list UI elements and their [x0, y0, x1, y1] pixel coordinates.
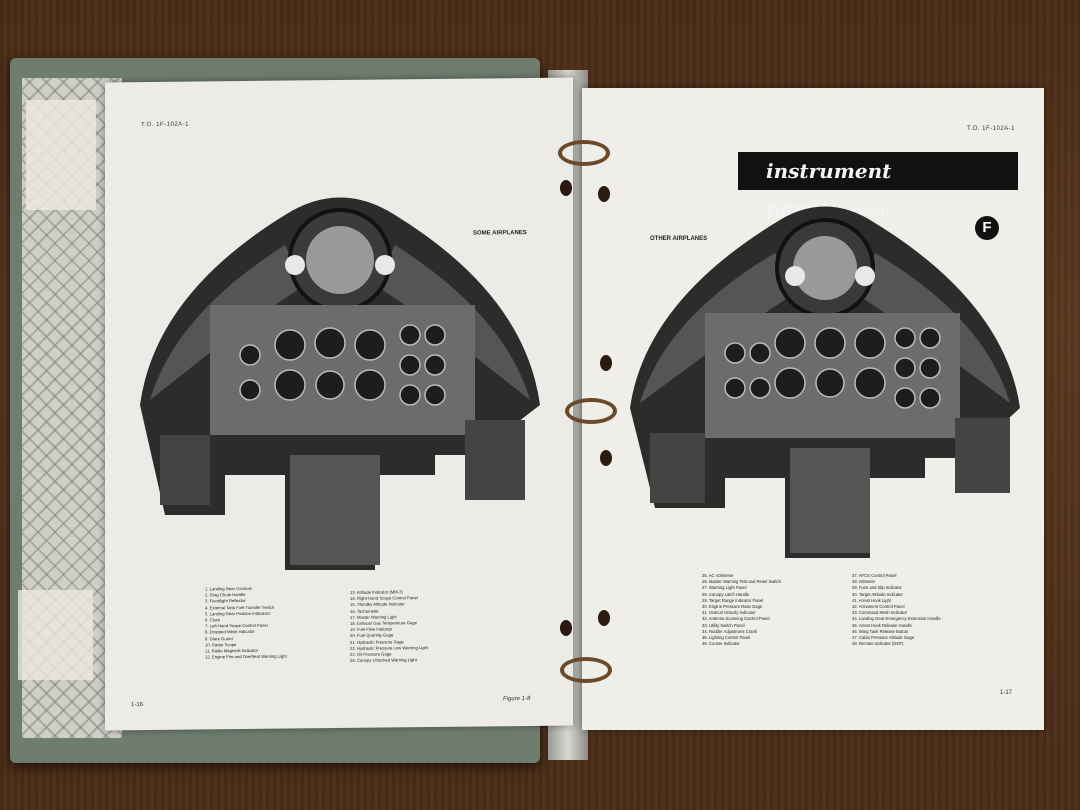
caption-item: 47. Cabin Pressure Altitude Gage	[852, 635, 915, 641]
caption-item: 33. Utility Switch Panel	[702, 622, 745, 628]
caption-item: 28. Canopy Latch Handle	[702, 591, 750, 597]
punch-hole	[598, 610, 610, 626]
caption-item: 32. Antenna Scanning Control Panel	[702, 616, 770, 622]
caption-item: 27. Warning Light Panel	[702, 585, 747, 591]
to-number: T.O. 1F-102A-1	[141, 121, 190, 129]
caption-item: 35. Lighting Control Panel	[702, 635, 751, 641]
page-title: instrument panel	[766, 159, 892, 221]
caption-item: 31. Vertical Velocity Indicator	[702, 610, 756, 616]
caption-item: 34. Rudder Adjustment Crank	[702, 628, 757, 634]
caption-item: 46. Wing Tank Release Button	[852, 628, 909, 634]
figure-label: Figure 1-8	[503, 695, 531, 703]
caption-item: 48. Remote Indicator (DDF)	[852, 641, 904, 647]
variant-label: OTHER AIRPLANES	[650, 236, 708, 242]
page-number: 1-16	[131, 702, 144, 709]
to-number: T.O. 1F-102A-1	[967, 126, 1016, 132]
punch-hole	[560, 620, 572, 636]
cockpit-illustration-left	[140, 197, 540, 570]
binder-ring	[558, 140, 610, 166]
caption-item: 44. Landing Gear Emergency Extension Han…	[852, 616, 941, 622]
caption-item: 40. Target Attitude Indicator	[852, 591, 903, 597]
caption-item: 37. AFCS Control Panel	[852, 573, 897, 578]
caption-item: 30. Engine Pressure Ratio Gage	[702, 604, 763, 610]
figure-badge: F	[975, 216, 999, 240]
tape-patch	[18, 590, 93, 680]
cockpit-illustration-right	[630, 206, 1020, 558]
caption-item: 41. Arrest Hook Light	[852, 597, 892, 603]
caption-column-2: 13. Attitude Indicator (MM-3)14. Right-H…	[350, 589, 428, 664]
punch-hole	[600, 450, 612, 466]
caption-item: 29. Target Range Indicator Panel	[702, 597, 764, 603]
caption-item: 24. Canopy Unlocked Warning Light	[350, 657, 417, 664]
caption-item: 45. Arrest Hook Release Handle	[852, 622, 912, 628]
page-number: 1-17	[1000, 690, 1013, 696]
caption-item: 42. Armament Control Panel	[852, 604, 905, 610]
punch-hole	[598, 186, 610, 202]
caption-item: 25. AC Voltmeter	[702, 573, 734, 578]
caption-item: 36. Course Indicator	[702, 641, 740, 647]
caption-item: 39. Fuze and Slip Indicator	[852, 585, 902, 591]
tape-patch	[26, 100, 96, 210]
caption-item: 43. Command Mesh Indicator	[852, 610, 907, 616]
caption-item: 26. Master Warning Test and Reset Switch	[702, 579, 781, 585]
page-title-banner: instrument panel(typical)	[738, 152, 1018, 221]
binder-ring	[560, 657, 612, 683]
punch-hole	[560, 180, 572, 196]
binder-ring	[565, 398, 617, 424]
punch-hole	[600, 355, 612, 371]
caption-item: 38. Altimeter	[852, 579, 876, 585]
caption-item: 12. Engine Fire and Overheat Warning Lig…	[205, 653, 287, 660]
